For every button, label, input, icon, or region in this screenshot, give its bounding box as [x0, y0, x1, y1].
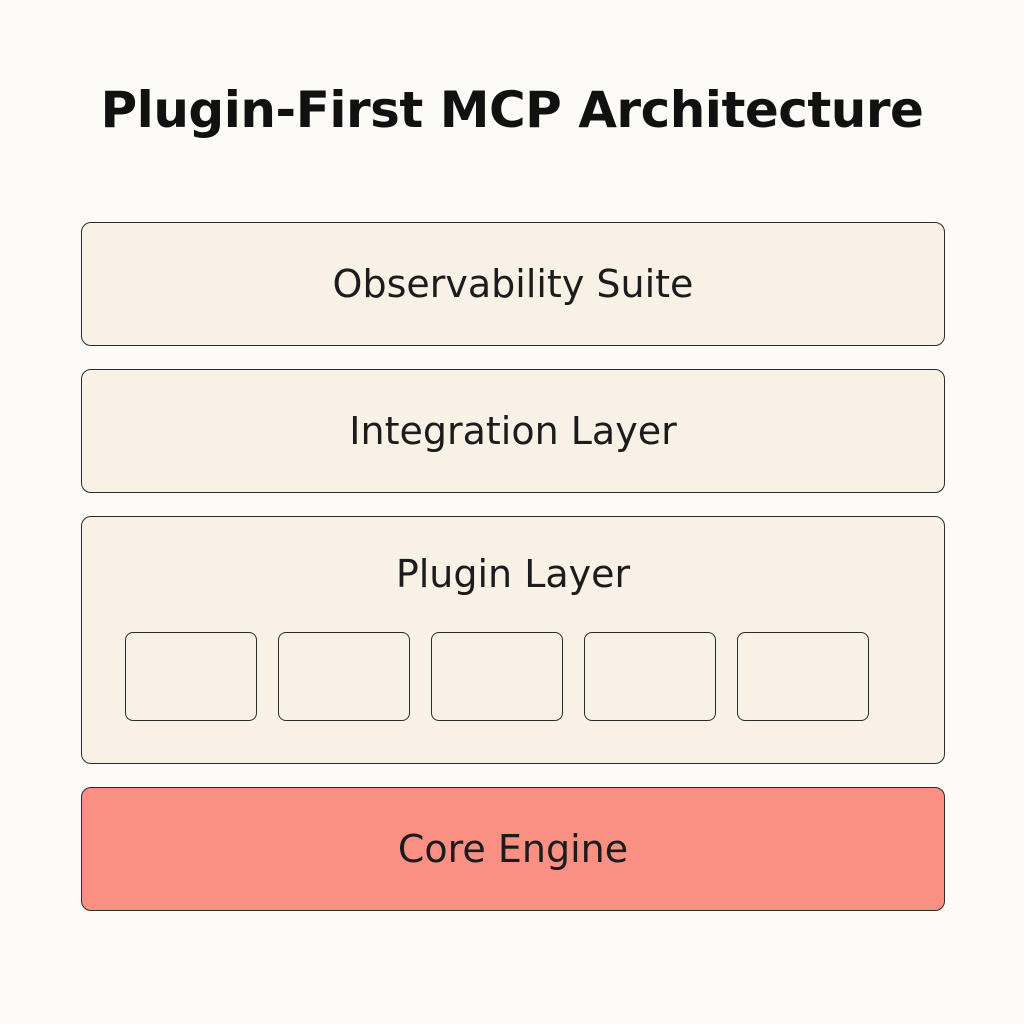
plugin-slot [737, 632, 869, 721]
plugin-layer-label: Plugin Layer [395, 552, 631, 596]
integration-layer-label: Integration Layer [349, 409, 677, 453]
plugin-slot [431, 632, 563, 721]
core-engine-label: Core Engine [397, 827, 629, 871]
core-engine-layer: Core Engine [81, 787, 945, 911]
observability-suite-label: Observability Suite [332, 262, 694, 306]
integration-layer: Integration Layer [81, 369, 945, 493]
plugin-slot [584, 632, 716, 721]
observability-suite-layer: Observability Suite [81, 222, 945, 346]
plugin-layer: Plugin Layer [81, 516, 945, 764]
diagram-title: Plugin-First MCP Architecture [100, 81, 924, 139]
plugin-slot [278, 632, 410, 721]
plugin-slot [125, 632, 257, 721]
